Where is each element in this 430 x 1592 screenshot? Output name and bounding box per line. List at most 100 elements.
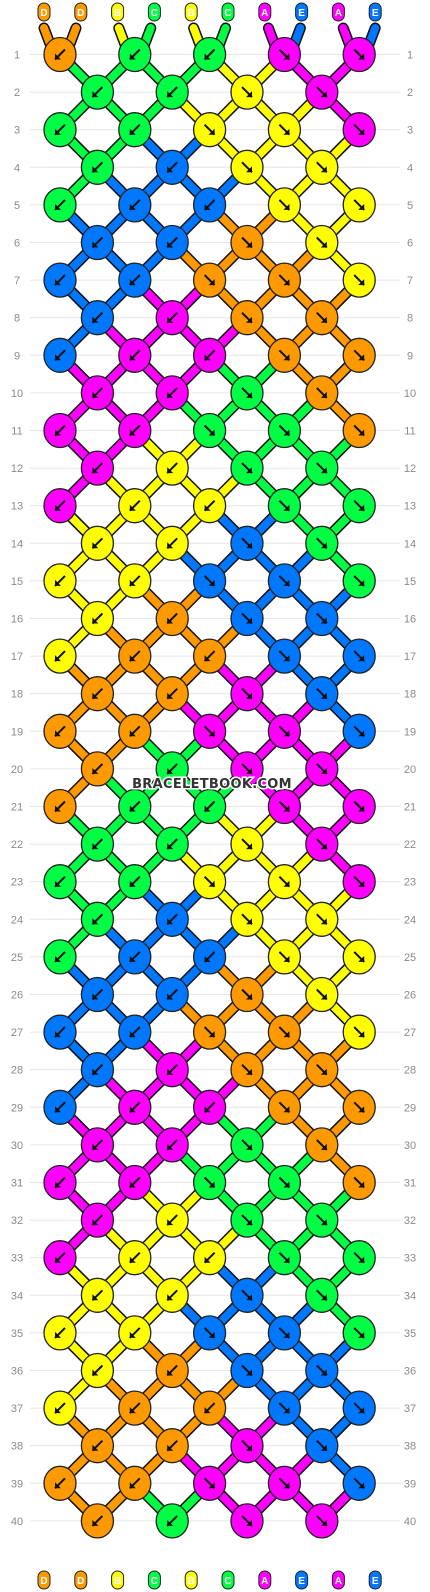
knot [230,300,264,336]
svg-text:A: A [261,8,268,19]
knot [267,1014,302,1050]
row-number-left: 4 [14,162,20,174]
knot [192,788,227,825]
arrow-head [92,1369,99,1376]
knot [267,36,302,73]
arrow-head [55,1106,61,1113]
arrow-head [92,692,99,699]
svg-text:E: E [372,1576,379,1587]
row-number-left: 27 [11,1027,23,1039]
knot [342,638,376,674]
row-number-right: 15 [404,576,416,588]
arrow-head [283,955,290,962]
arrow-head [358,1407,365,1414]
knot [80,826,115,862]
arrow-head [167,1143,174,1150]
row-number-right: 12 [404,463,416,475]
knot [230,450,264,486]
arrow-head [320,241,327,248]
knot [267,412,302,449]
row-number-left: 36 [11,1366,23,1378]
knot [267,337,302,373]
knot [80,74,115,110]
svg-text:A: A [335,8,342,19]
knot [155,375,189,411]
knot [230,525,264,561]
arrow-head [208,1031,215,1038]
knot [43,412,77,449]
arrow-head [246,241,252,248]
knot [192,112,227,148]
knot [230,751,264,787]
arrow-head [55,53,61,60]
knot [305,74,339,110]
knot [155,1127,189,1163]
arrow-head [358,128,365,135]
knot [118,1089,152,1125]
strand-label-top: E [368,2,382,22]
knot [155,751,189,787]
row-number-right: 17 [404,651,416,663]
row-number-right: 35 [404,1328,416,1340]
knot [230,676,264,712]
arrow-head [320,316,327,323]
arrow-head [92,993,99,1000]
arrow-head [55,1407,61,1414]
row-number-left: 23 [11,877,23,889]
arrow-head [320,166,327,173]
arrow-head [208,730,215,737]
knot [118,1315,152,1351]
arrow-head [283,53,290,60]
knot [230,1202,264,1238]
knot [118,1164,152,1201]
knot [118,36,152,73]
knot [118,412,152,449]
row-number-right: 38 [404,1441,416,1453]
row-number-left: 32 [11,1215,23,1227]
arrow-head [129,730,136,737]
arrow-head [167,993,174,1000]
svg-text:E: E [298,8,305,19]
knot [155,224,189,261]
knot [230,1503,264,1539]
arrow-head [283,354,290,361]
knot [305,450,339,486]
row-number-left: 11 [11,426,22,438]
strand-label-top: A [258,2,272,22]
svg-text:C: C [224,8,231,19]
knot [80,1202,115,1238]
arrow-head [129,579,136,586]
knot [342,1164,376,1201]
arrow-head [246,467,252,474]
knot [155,1202,189,1238]
knot [155,300,189,336]
arrow-head [55,354,61,361]
arrow-head [92,241,99,248]
svg-text:B: B [114,8,121,19]
knot [267,488,302,524]
strand-label-bottom: B [111,1570,125,1590]
row-number-right: 30 [404,1140,416,1152]
knot [80,600,115,637]
knot [80,901,115,937]
arrow-head [129,1407,136,1414]
knot [155,1052,189,1088]
knot [192,864,227,900]
knot [80,1052,115,1088]
row-number-right: 26 [404,990,416,1002]
arrow-head [358,730,365,737]
arrow-head [358,1031,365,1038]
arrow-head [358,655,365,662]
svg-text:D: D [40,1576,47,1587]
row-number-left: 12 [11,463,23,475]
knot [342,187,376,223]
strand-label-top: B [111,2,125,22]
knot [80,1352,115,1389]
arrow-head [55,128,61,135]
knot [305,1277,339,1313]
arrow-head [283,1482,290,1489]
knot [192,1390,227,1426]
arrow-head [55,805,61,812]
knot [80,149,115,185]
